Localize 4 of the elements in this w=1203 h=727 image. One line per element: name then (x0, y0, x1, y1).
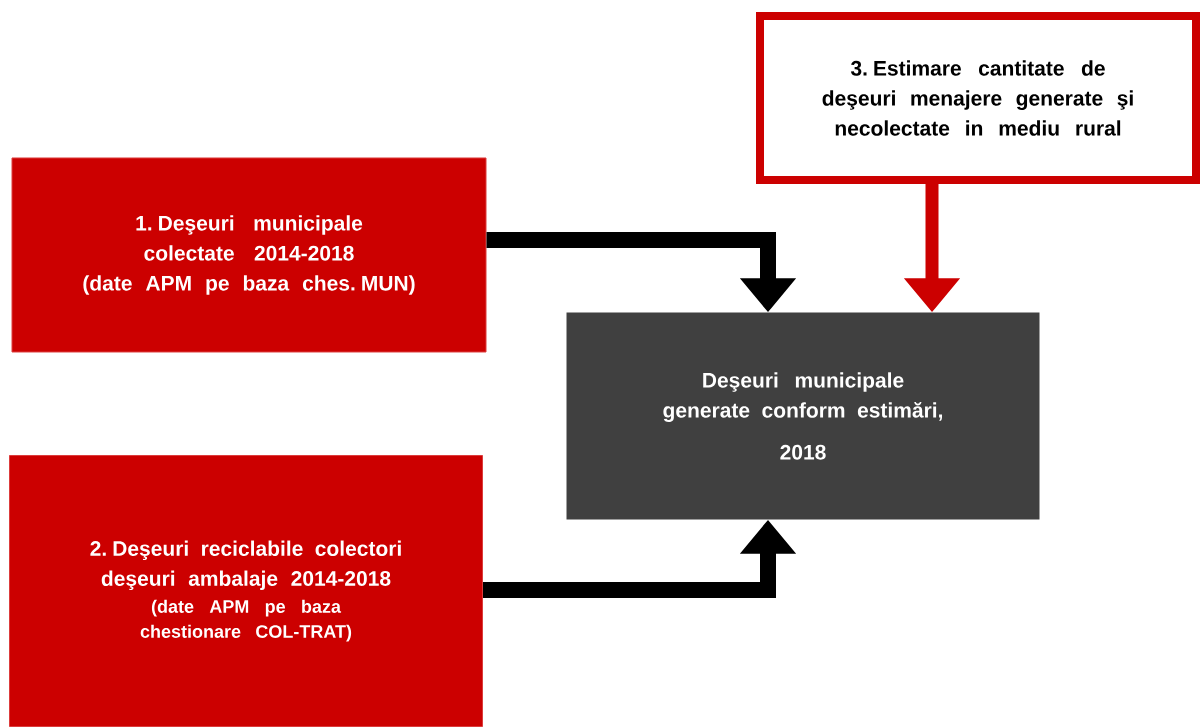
process-box: Deşeuri municipale generate conform estimări, 2018 (566, 312, 1040, 520)
process-box: 3. Estimare cantitate de deşeuri menajere generate şi necolectate in mediu rural (756, 12, 1200, 184)
process-box: 1. Deşeuri municipale colectate 2014-2018 (date APM pe baza ches. MUN) (11, 157, 487, 353)
process-box: 2. Deşeuri reciclabile colectori deşeuri ambalaje 2014-2018 (date APM pe baza chestionare COL-TRAT) (9, 455, 483, 727)
